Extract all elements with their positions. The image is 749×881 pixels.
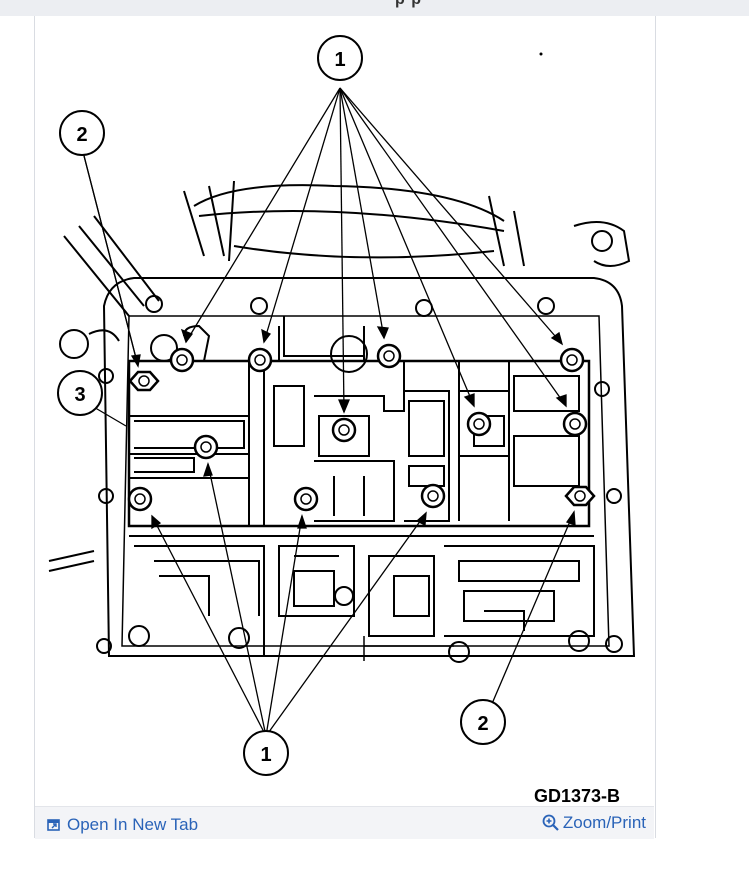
callout-2-bottom: [460, 699, 506, 745]
callout-2-top: [59, 110, 105, 156]
callout-3: [57, 370, 103, 416]
callout-1-top-label: 1: [334, 49, 345, 71]
open-in-new-tab-label: Open In New Tab: [67, 815, 199, 834]
open-in-new-tab-link[interactable]: Open In New Tab: [47, 815, 198, 835]
callout-1-bottom-label: 1: [260, 744, 271, 766]
valve-body-diagram: 1 2 3 1 2: [48, 35, 636, 776]
zoom-print-label: Zoom/Print: [562, 813, 646, 832]
callout-2-top-label: 2: [76, 124, 87, 146]
callout-3-label: 3: [74, 384, 85, 406]
zoom-icon: [542, 814, 559, 831]
callout-1-bottom: [243, 730, 289, 776]
image-footer: Open In New Tab Zoom/Print: [35, 806, 654, 839]
top-bar: p p: [0, 0, 749, 16]
zoom-print-link[interactable]: Zoom/Print: [542, 813, 646, 833]
page-title-partial: p p: [395, 0, 422, 9]
figure-code: GD1373-B: [534, 786, 621, 806]
callout-2-bottom-label: 2: [477, 713, 488, 735]
open-in-new-tab-icon: [47, 819, 60, 831]
callout-1-top: [317, 35, 363, 81]
